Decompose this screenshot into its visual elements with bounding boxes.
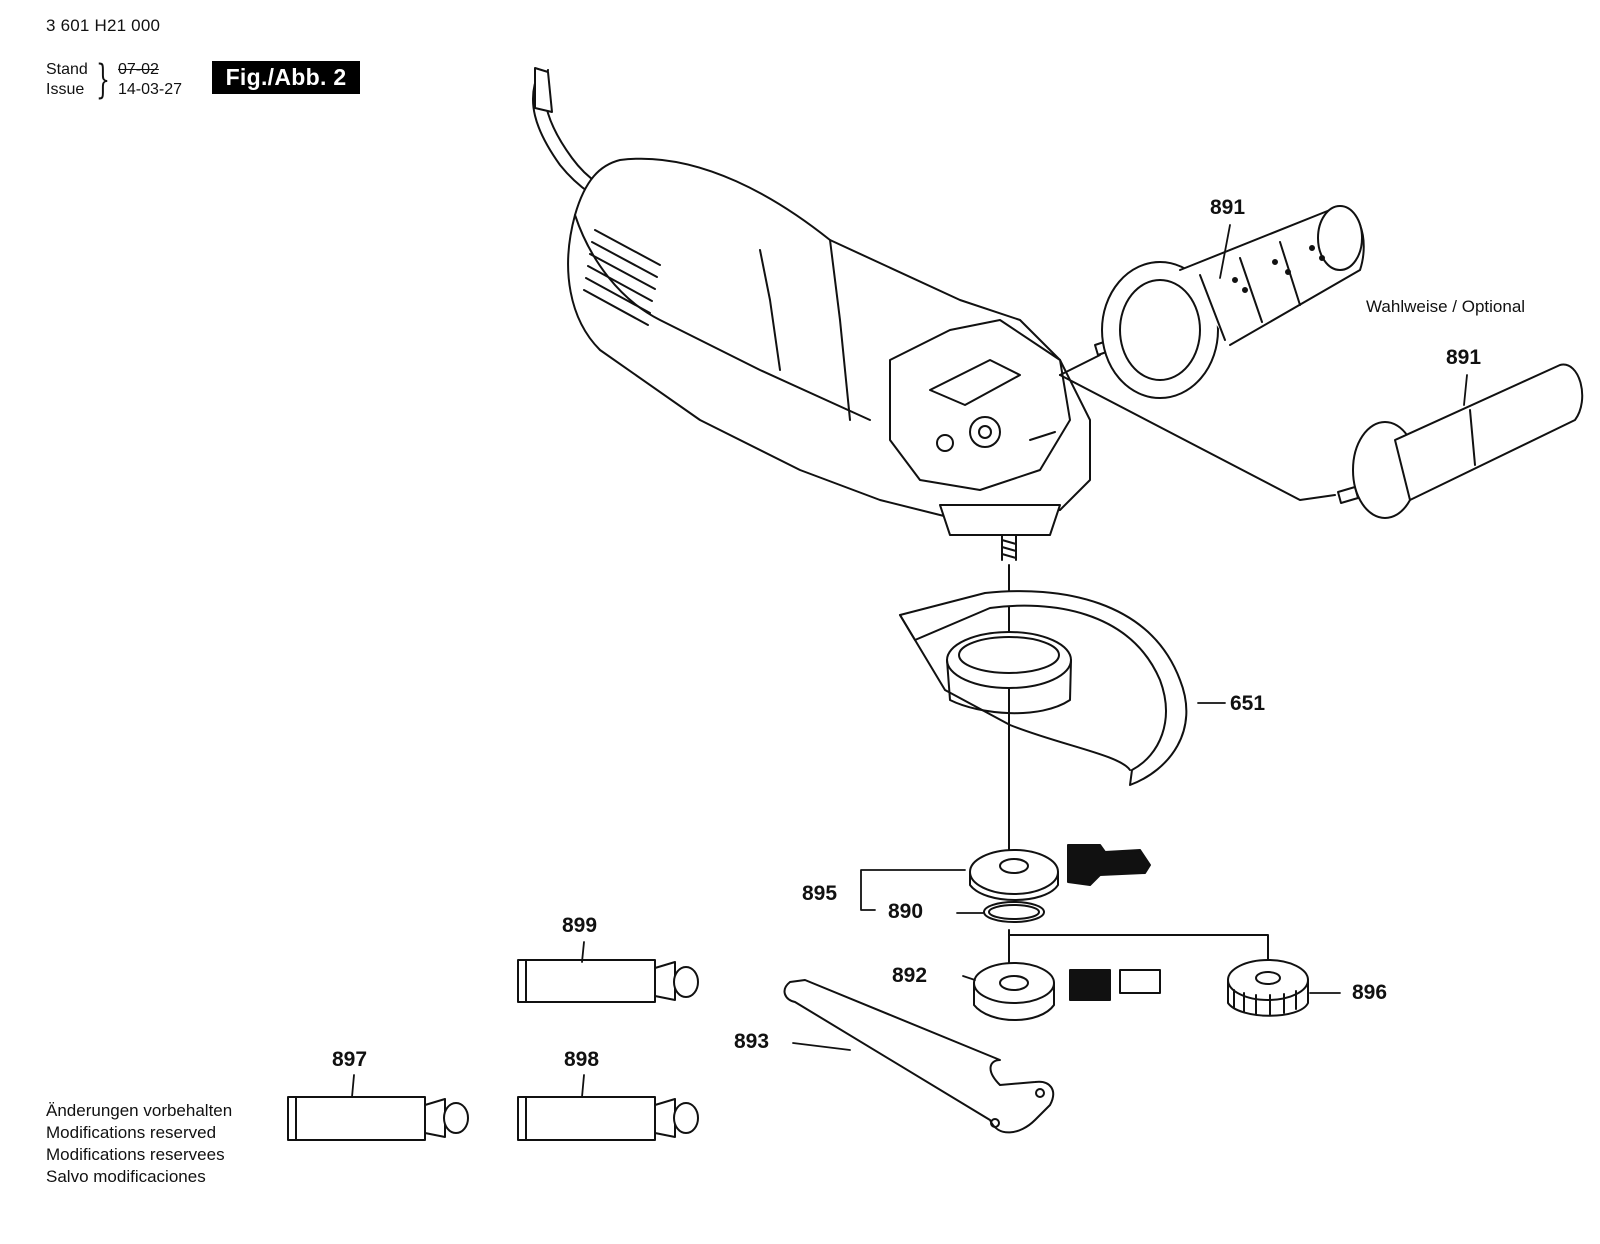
- grease-tube-icon-899: [517, 959, 699, 1003]
- two-pin-spanner-icon: [783, 979, 1055, 1134]
- part-label-896: 896: [1352, 981, 1388, 1004]
- o-ring-icon: [983, 901, 1045, 923]
- issue-label: Issue: [46, 81, 85, 98]
- part-label-890: 890: [888, 900, 924, 923]
- stand-value: 07-02: [118, 61, 159, 78]
- part-label-898: 898: [564, 1048, 600, 1071]
- leader-lines: [351, 224, 1468, 1098]
- part-label-893: 893: [734, 1030, 770, 1053]
- optional-label: Wahlweise / Optional: [1366, 297, 1526, 316]
- figure-badge: Fig./Abb. 2: [212, 61, 360, 94]
- stand-label: Stand: [46, 61, 88, 78]
- issue-value: 14-03-27: [118, 81, 183, 98]
- part-label-891-handle: 891: [1446, 346, 1482, 369]
- notice-line-fr: Modifications reservees: [46, 1145, 225, 1164]
- handle-connector-line: [1059, 354, 1101, 376]
- angle-grinder-icon: [567, 157, 1091, 561]
- document-number: 3 601 H21 000: [46, 16, 161, 35]
- clamping-flange-icon: [969, 844, 1151, 901]
- revision-labels: Stand Issue: [46, 60, 98, 100]
- grease-tube-icon-898: [517, 1096, 699, 1141]
- modifications-notice: Änderungen vorbehalten Modifications res…: [46, 1100, 232, 1188]
- vibration-handle-icon: [1094, 205, 1365, 399]
- part-label-897: 897: [332, 1048, 368, 1071]
- part-label-891-vibration-handle: 891: [1210, 196, 1246, 219]
- notice-line-en: Modifications reserved: [46, 1123, 217, 1142]
- quick-clamping-nut-icon: [1227, 959, 1309, 1017]
- part-label-651: 651: [1230, 692, 1266, 715]
- wheel-guard-icon: [899, 590, 1188, 786]
- notice-line-es: Salvo modificaciones: [46, 1167, 206, 1186]
- auxiliary-handle-icon: [1337, 363, 1584, 519]
- part-label-899: 899: [562, 914, 598, 937]
- revision-values: 07-02 14-03-27: [118, 60, 208, 100]
- part-label-895: 895: [802, 882, 838, 905]
- brace-icon: }: [96, 57, 110, 103]
- notice-line-de: Änderungen vorbehalten: [46, 1101, 233, 1120]
- grease-tube-icon-897: [287, 1096, 469, 1141]
- handle-connector-line-alt: [1059, 374, 1336, 501]
- part-label-892: 892: [892, 964, 928, 987]
- clamping-nut-icon: [973, 962, 1161, 1021]
